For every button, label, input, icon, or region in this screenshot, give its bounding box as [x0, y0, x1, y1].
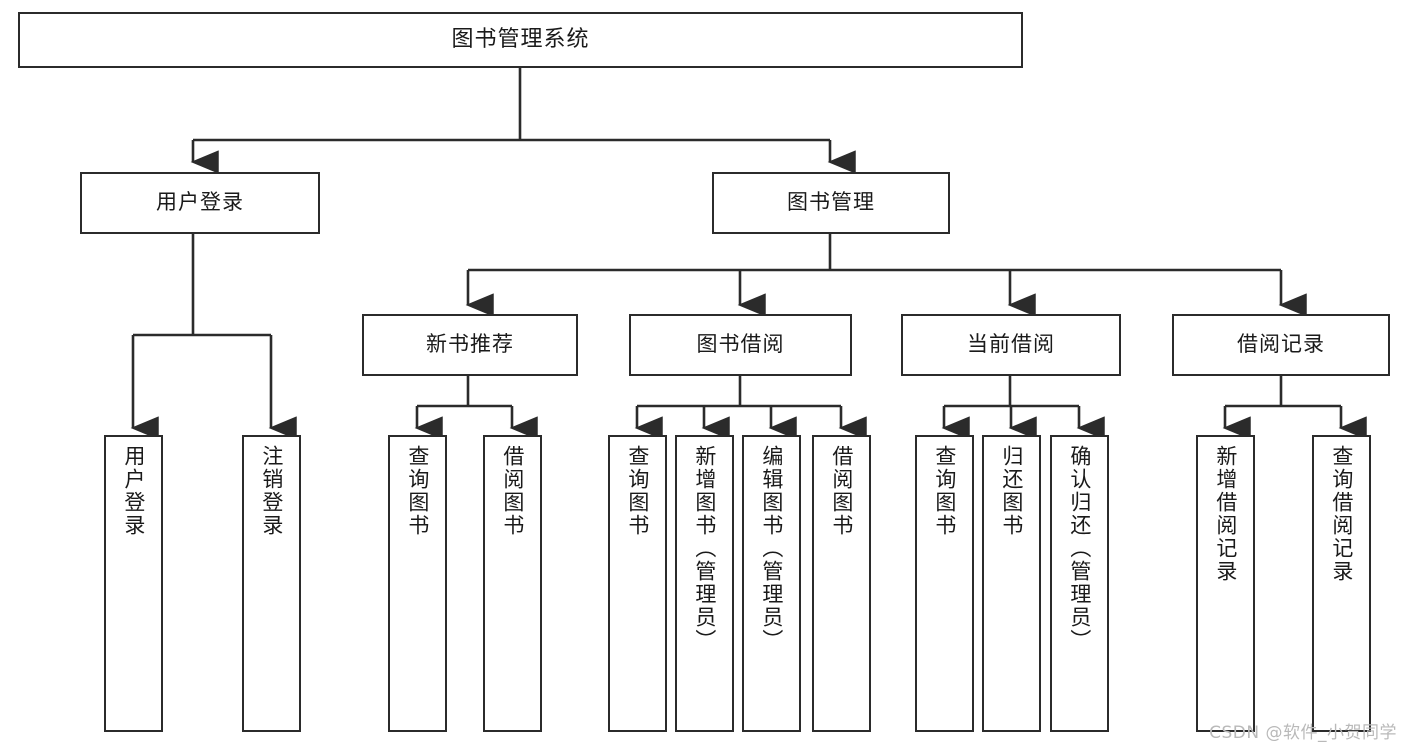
node-leaf-user-login[interactable]: 用户登录 [104, 435, 163, 732]
node-label: 用户登录 [156, 190, 244, 215]
node-label: 图书借阅 [696, 332, 785, 357]
node-leaf-borrow-book[interactable]: 借阅图书 [812, 435, 871, 732]
node-book-borrow[interactable]: 图书借阅 [629, 314, 852, 376]
node-label: 借阅图书 [829, 445, 854, 537]
node-label: 借阅记录 [1237, 332, 1325, 357]
node-leaf-confirm-return-admin[interactable]: 确认归还（管理员） [1050, 435, 1109, 732]
node-borrow-record[interactable]: 借阅记录 [1172, 314, 1390, 376]
node-label: 查询图书 [625, 445, 650, 537]
node-root-book-management-system[interactable]: 图书管理系统 [18, 12, 1023, 68]
node-label: 新书推荐 [426, 332, 514, 357]
node-leaf-return-book[interactable]: 归还图书 [982, 435, 1041, 732]
node-leaf-query-book-borrow[interactable]: 查询图书 [608, 435, 667, 732]
node-label: 查询图书 [932, 445, 957, 537]
node-new-book-recommend[interactable]: 新书推荐 [362, 314, 578, 376]
node-label: 图书管理 [787, 190, 875, 215]
node-leaf-query-book-current[interactable]: 查询图书 [915, 435, 974, 732]
node-current-borrow[interactable]: 当前借阅 [901, 314, 1121, 376]
node-label: 确认归还（管理员） [1067, 445, 1092, 652]
node-leaf-edit-book-admin[interactable]: 编辑图书（管理员） [742, 435, 801, 732]
node-label: 当前借阅 [967, 332, 1055, 357]
node-label: 用户登录 [121, 445, 146, 537]
node-label: 新增借阅记录 [1213, 445, 1238, 583]
node-label: 新增图书（管理员） [692, 445, 717, 652]
node-leaf-user-logout[interactable]: 注销登录 [242, 435, 301, 732]
node-label: 图书管理系统 [451, 26, 590, 52]
node-leaf-query-borrow-record[interactable]: 查询借阅记录 [1312, 435, 1371, 732]
node-label: 编辑图书（管理员） [759, 445, 784, 652]
node-leaf-add-borrow-record[interactable]: 新增借阅记录 [1196, 435, 1255, 732]
node-leaf-query-book-recommend[interactable]: 查询图书 [388, 435, 447, 732]
node-label: 归还图书 [999, 445, 1024, 537]
node-label: 查询借阅记录 [1329, 445, 1354, 583]
node-label: 查询图书 [405, 445, 430, 537]
node-user-login[interactable]: 用户登录 [80, 172, 320, 234]
node-label: 借阅图书 [500, 445, 525, 537]
node-book-management[interactable]: 图书管理 [712, 172, 950, 234]
node-label: 注销登录 [259, 445, 284, 537]
node-leaf-borrow-book-recommend[interactable]: 借阅图书 [483, 435, 542, 732]
watermark-text: CSDN @软件_小贺同学 [1209, 723, 1397, 743]
node-leaf-add-book-admin[interactable]: 新增图书（管理员） [675, 435, 734, 732]
